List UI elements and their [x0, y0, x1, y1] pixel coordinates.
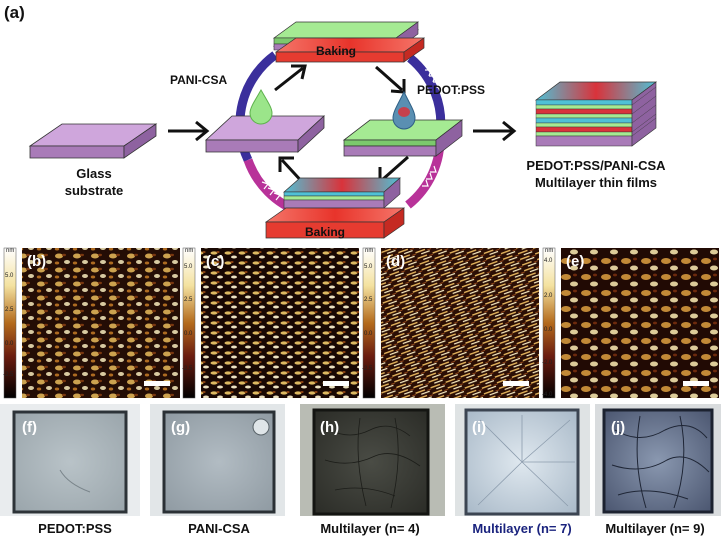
colorbar-unit-c: nm — [185, 248, 193, 254]
colorbar-unit-e: nm — [545, 248, 553, 254]
colorbar-tick-e-4: -2.0 — [542, 360, 553, 366]
afm-label-b: (b) — [27, 253, 46, 270]
glass-label-line2: substrate — [65, 183, 124, 198]
afm-panel-c: nm 5.0 2.5 0.0 -2.5 (c) — [182, 247, 359, 399]
pedot-drop-icon — [392, 90, 416, 130]
afm-image-d — [381, 248, 539, 398]
arrow-right-icon — [168, 120, 210, 142]
photo-caption-j: Multilayer (n= 9) — [605, 521, 705, 536]
colorbar-tick-b-2: 2.5 — [5, 307, 14, 313]
film-photo-f — [12, 410, 128, 514]
colorbar-tick-b-4: -2.5 — [3, 372, 14, 378]
photo-panel-f: (f) — [0, 404, 140, 516]
result-label-line1: PEDOT:PSS/PANI-CSA — [526, 158, 666, 173]
colorbar-tick-b-3: 0.0 — [5, 341, 14, 347]
baking-bottom-label: Baking — [305, 225, 345, 239]
afm-panel-e: nm 4.0 2.0 0.0 -2.0 -4.0 (e) — [542, 247, 719, 399]
colorbar-tick-e-5: -4.0 — [542, 392, 553, 398]
colorbar-tick-d-2: 2.5 — [364, 297, 373, 303]
baking-top-label: Baking — [316, 44, 356, 58]
photo-panel-h: (h) — [300, 404, 445, 516]
top-baking-stack — [272, 21, 426, 63]
colorbar-d — [362, 247, 376, 399]
colorbar-tick-d-3: 0.0 — [364, 331, 373, 337]
colorbar-tick-b-1: 5.0 — [5, 273, 14, 279]
afm-image-c — [201, 248, 359, 398]
left-substrate-stack — [204, 115, 326, 153]
arrow-up-right-icon — [274, 64, 307, 92]
pedot-pss-label: PEDOT:PSS — [417, 83, 485, 97]
photo-caption-f: PEDOT:PSS — [38, 521, 112, 536]
colorbar-tick-d-1: 5.0 — [364, 264, 373, 270]
bottom-baking-stack — [264, 177, 406, 239]
arrow-down-right-icon — [375, 65, 406, 94]
scale-bar-c — [323, 381, 349, 386]
photo-label-f: (f) — [22, 419, 37, 436]
pani-drop-icon — [249, 89, 273, 125]
photo-label-g: (g) — [171, 419, 190, 436]
right-substrate-stack — [342, 119, 464, 157]
photo-caption-h: Multilayer (n= 4) — [320, 521, 420, 536]
colorbar-tick-e-3: 0.0 — [544, 327, 553, 333]
colorbar-tick-d-4: -2.5 — [362, 366, 373, 372]
panel-a-label: (a) — [4, 3, 25, 22]
scale-bar-b — [144, 381, 170, 386]
photo-caption-i: Multilayer (n= 7) — [472, 521, 572, 536]
colorbar-tick-c-2: 2.5 — [184, 297, 193, 303]
afm-panel-b: nm 5.0 2.5 0.0 -2.5 (b) — [3, 247, 180, 399]
colorbar-tick-c-3: 0.0 — [184, 331, 193, 337]
colorbar-e — [542, 247, 556, 399]
scale-bar-e — [683, 381, 709, 386]
photo-panel-j: (j) — [595, 404, 721, 516]
arrow-right-result-icon — [473, 120, 517, 142]
photo-label-i: (i) — [472, 419, 486, 436]
photo-panel-g: (g) — [150, 404, 285, 516]
colorbar-unit-b: nm — [6, 248, 14, 254]
afm-label-d: (d) — [386, 253, 405, 270]
afm-panel-d: nm 5.0 2.5 0.0 -2.5 (d) — [362, 247, 539, 399]
colorbar-tick-c-4: -2.5 — [182, 366, 193, 372]
photo-panel-i: (i) — [455, 404, 590, 516]
photo-caption-g: PANI-CSA — [188, 521, 250, 536]
photo-label-j: (j) — [611, 419, 625, 436]
photo-label-h: (h) — [320, 419, 339, 436]
result-label-line2: Multilayer thin films — [535, 175, 657, 190]
colorbar-tick-e-2: 2.0 — [544, 293, 553, 299]
colorbar-c — [182, 247, 196, 399]
afm-image-b — [22, 248, 180, 398]
colorbar-tick-c-1: 5.0 — [184, 264, 193, 270]
afm-label-c: (c) — [206, 253, 224, 270]
scale-bar-d — [503, 381, 529, 386]
glass-label-line1: Glass — [76, 166, 111, 181]
pani-csa-label: PANI-CSA — [170, 73, 227, 87]
glass-substrate-slab — [28, 123, 158, 159]
multilayer-stack — [534, 81, 658, 147]
colorbar-unit-d: nm — [365, 248, 373, 254]
colorbar-tick-e-1: 4.0 — [544, 258, 553, 264]
colorbar-b — [3, 247, 17, 399]
afm-label-e: (e) — [566, 253, 584, 270]
afm-image-e — [561, 248, 719, 398]
